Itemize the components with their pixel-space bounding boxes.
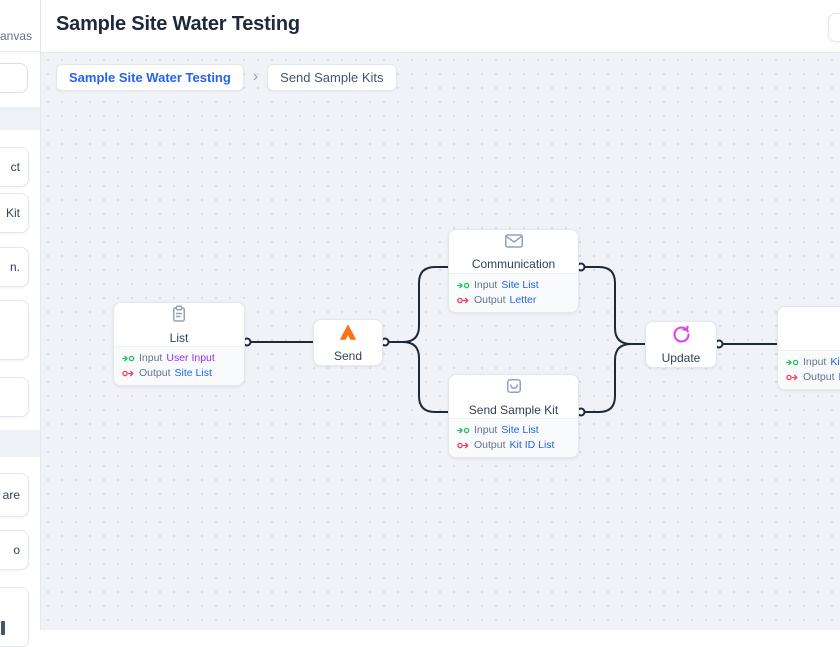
- node-io-section: Input Site List Output Kit ID List: [449, 418, 578, 457]
- breadcrumb-item-current[interactable]: Send Sample Kits: [267, 64, 397, 91]
- io-label: Output: [474, 439, 506, 451]
- sidebar-card-label: Kit: [5, 206, 20, 220]
- sidebar: anvas ct Kit n. are o: [0, 0, 41, 647]
- node-send-sample-kit[interactable]: Send Sample Kit Input Site List Output K…: [448, 374, 579, 458]
- input-arrow-icon: [122, 354, 135, 363]
- node-output-row: Output Kit ID List: [457, 439, 570, 452]
- sidebar-card[interactable]: n.: [0, 247, 29, 287]
- connection-sendsamplekit-update: [583, 343, 646, 413]
- io-value: User Input: [166, 352, 215, 364]
- io-label: Output: [803, 371, 835, 383]
- io-label: Input: [474, 279, 498, 291]
- io-value: Site List: [501, 424, 539, 436]
- node-input-row: Input Site List: [457, 279, 570, 292]
- node-title: List: [169, 330, 189, 345]
- sidebar-card-label: ct: [10, 160, 20, 174]
- header-action-button[interactable]: [828, 13, 840, 42]
- node-title: Send Sample Kit: [468, 402, 559, 417]
- io-label: Output: [474, 294, 506, 306]
- node-input-row: Input User Input: [122, 352, 236, 365]
- connection-communication-update: [583, 266, 646, 345]
- sidebar-card[interactable]: are: [0, 473, 29, 517]
- node-io-section: Input User Input Output Site List: [114, 346, 244, 385]
- sidebar-card[interactable]: o: [0, 530, 29, 570]
- node-title: Send: [333, 349, 363, 363]
- breadcrumb: Sample Site Water Testing › Send Sample …: [56, 64, 397, 91]
- node-io-section: Input Kit ID List Output Kit ID List: [778, 350, 840, 389]
- sidebar-card[interactable]: ct: [0, 147, 29, 187]
- sidebar-card-label: are: [2, 488, 20, 502]
- node-title: Update: [661, 350, 701, 365]
- send-arrow-icon: [338, 322, 358, 347]
- io-value: Kit ID List: [509, 439, 555, 451]
- page-title: Sample Site Water Testing: [56, 13, 300, 35]
- node-output-row: Output Letter: [457, 294, 570, 307]
- io-value: Kit ID List: [830, 356, 840, 368]
- output-arrow-icon: [457, 441, 470, 450]
- io-label: Input: [139, 352, 163, 364]
- sidebar-card[interactable]: [0, 587, 29, 647]
- connection-send-sendsamplekit: [387, 341, 449, 413]
- io-value: Letter: [509, 294, 537, 306]
- io-value: Site List: [501, 279, 539, 291]
- output-arrow-icon: [786, 373, 799, 382]
- io-value: Kit ID List: [839, 371, 840, 384]
- sidebar-card-label: n.: [9, 260, 20, 274]
- sidebar-section-header: [0, 107, 40, 130]
- sidebar-title-fragment: anvas: [0, 29, 33, 43]
- node-header: Send Sample Kit: [449, 375, 578, 418]
- refresh-icon: [672, 325, 691, 349]
- node-header: [778, 307, 840, 350]
- input-arrow-icon: [457, 426, 470, 435]
- node-io-section: Input Site List Output Letter: [449, 273, 578, 312]
- node-communication[interactable]: Communication Input Site List Output Let…: [448, 229, 579, 313]
- node-next[interactable]: Input Kit ID List Output Kit ID List: [777, 306, 840, 390]
- connection-send-communication: [387, 266, 449, 343]
- input-arrow-icon: [786, 358, 799, 367]
- sidebar-card[interactable]: [0, 300, 29, 360]
- input-arrow-icon: [457, 281, 470, 290]
- output-arrow-icon: [457, 296, 470, 305]
- package-icon: [505, 377, 523, 400]
- node-update[interactable]: Update: [645, 321, 717, 368]
- sidebar-search-input[interactable]: [0, 63, 28, 93]
- node-header: Communication: [449, 230, 578, 273]
- node-output-row: Output Site List: [122, 367, 236, 380]
- sidebar-divider: [0, 51, 40, 52]
- sidebar-card[interactable]: [0, 377, 29, 417]
- output-arrow-icon: [122, 369, 135, 378]
- node-output-row: Output Kit ID List: [786, 371, 840, 384]
- sidebar-card[interactable]: Kit: [0, 193, 29, 233]
- node-list[interactable]: List Input User Input Output Site List: [113, 302, 245, 386]
- main-area: Sample Site Water Testing Sample Site Wa…: [41, 0, 840, 630]
- sidebar-card-icon-fragment: [1, 621, 5, 635]
- node-input-row: Input Kit ID List: [786, 356, 840, 369]
- breadcrumb-item-root[interactable]: Sample Site Water Testing: [56, 64, 244, 91]
- clipboard-icon: [170, 305, 188, 328]
- node-send[interactable]: Send: [313, 319, 383, 366]
- page-header: Sample Site Water Testing: [41, 0, 840, 52]
- sidebar-card-label: o: [13, 543, 20, 557]
- envelope-icon: [504, 233, 524, 254]
- io-label: Input: [474, 424, 498, 436]
- flow-canvas[interactable]: Sample Site Water Testing › Send Sample …: [41, 52, 840, 630]
- io-label: Input: [803, 356, 827, 368]
- io-label: Output: [139, 367, 171, 379]
- node-input-row: Input Site List: [457, 424, 570, 437]
- sidebar-section-header: [0, 430, 40, 457]
- node-header: List: [114, 303, 244, 346]
- io-value: Site List: [174, 367, 212, 379]
- chevron-right-icon: ›: [252, 67, 259, 85]
- node-title: Communication: [471, 256, 556, 271]
